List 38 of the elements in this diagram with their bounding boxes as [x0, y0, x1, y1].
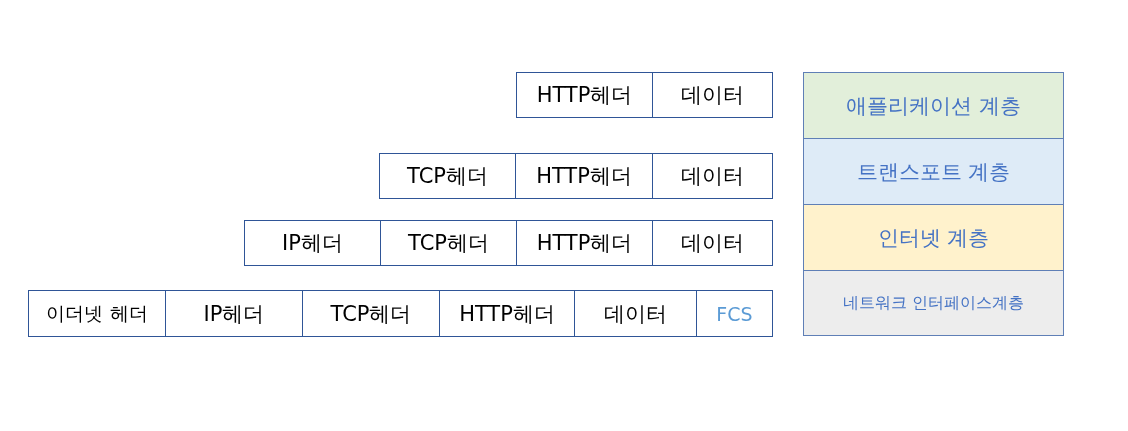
field-label: FCS — [716, 302, 753, 325]
field-label: 데이터 — [681, 230, 744, 257]
packet-field-cell — [574, 290, 697, 337]
field-label: 데이터 — [681, 163, 744, 190]
packet-field-cell — [652, 72, 773, 118]
packet-field-cell — [380, 220, 517, 266]
layer-band — [803, 204, 1064, 271]
layer-label: 인터넷 계층 — [877, 224, 990, 252]
field-label: 데이터 — [681, 82, 744, 109]
packet-field-cell — [515, 153, 653, 199]
field-label: TCP헤더 — [330, 300, 412, 328]
packet-field-cell — [302, 290, 440, 337]
layer-band — [803, 270, 1064, 336]
layer-band — [803, 138, 1064, 205]
packet-field-cell — [516, 72, 653, 118]
packet-field-cell — [244, 220, 381, 266]
field-label: TCP헤더 — [408, 230, 489, 257]
field-label: HTTP헤더 — [536, 230, 633, 257]
packet-field-cell — [696, 290, 773, 337]
layer-label: 애플리케이션 계층 — [846, 92, 1021, 120]
layer-label: 트랜스포트 계층 — [856, 158, 1011, 186]
field-label: 이더넷 헤더 — [46, 300, 148, 326]
field-label: IP헤더 — [282, 230, 343, 257]
packet-field-cell — [165, 290, 303, 337]
packet-field-cell — [652, 153, 773, 199]
layer-band — [803, 72, 1064, 139]
packet-field-cell — [28, 290, 166, 337]
packet-field-cell — [379, 153, 516, 199]
packet-field-cell — [516, 220, 653, 266]
field-label: TCP헤더 — [407, 163, 488, 190]
field-label: HTTP헤더 — [536, 82, 633, 109]
layer-label: 네트워크 인터페이스계층 — [842, 292, 1025, 314]
packet-field-cell — [652, 220, 773, 266]
packet-field-cell — [439, 290, 575, 337]
field-label: 데이터 — [604, 300, 667, 328]
field-label: HTTP헤더 — [459, 300, 555, 328]
field-label: HTTP헤더 — [536, 163, 632, 190]
field-label: IP헤더 — [203, 300, 265, 328]
